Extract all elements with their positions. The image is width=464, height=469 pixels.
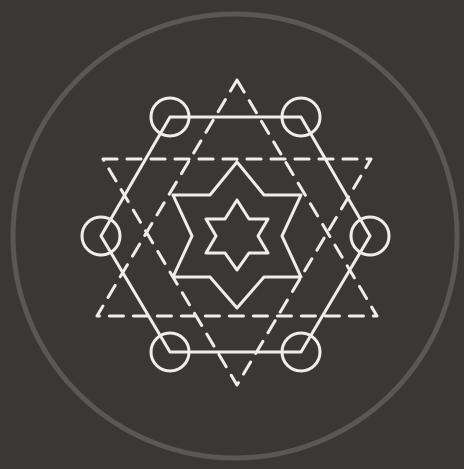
background	[0, 0, 464, 469]
sacred-geometry-emblem	[0, 0, 464, 469]
